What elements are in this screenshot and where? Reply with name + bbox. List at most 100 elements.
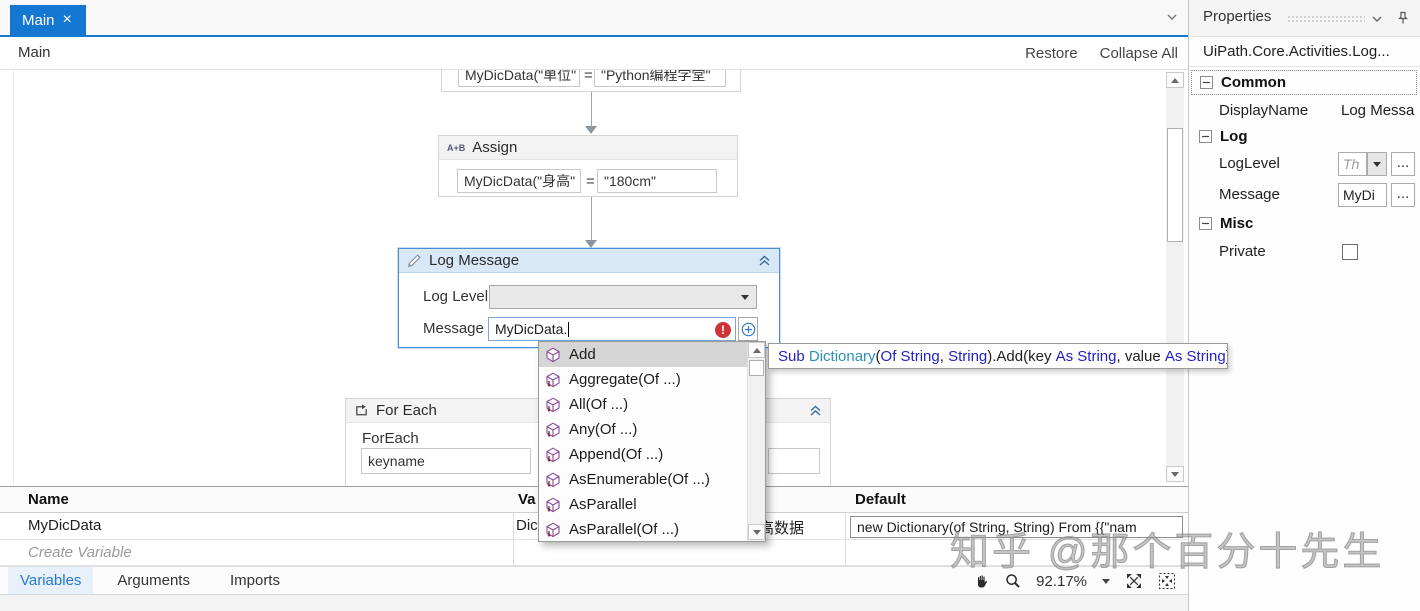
section-common[interactable]: Common (1191, 70, 1417, 95)
connector-arrow-icon (585, 126, 597, 134)
fit-to-screen-icon[interactable] (1125, 572, 1143, 590)
scrollbar-thumb[interactable] (749, 360, 764, 376)
assign-value-box[interactable]: "180cm" (597, 169, 717, 193)
collapse-minus-icon (1199, 130, 1212, 143)
scrollbar-thumb[interactable] (1167, 128, 1183, 242)
extension-method-cube-icon (545, 522, 561, 538)
validation-error-icon (715, 322, 731, 338)
col-name[interactable]: Name (28, 491, 69, 508)
extension-method-cube-icon (545, 422, 561, 438)
clipped-assign-to-box[interactable]: MyDicData("单位" (458, 70, 580, 87)
zoom-to-region-icon[interactable] (1158, 572, 1176, 590)
breadcrumb-bar: Main Restore Collapse All (0, 37, 1188, 70)
connector-arrow-icon (585, 240, 597, 248)
zoom-magnifier-icon[interactable] (1005, 573, 1021, 589)
intellisense-item[interactable]: Aggregate(Of ...) (539, 367, 748, 392)
combo-caret-icon (741, 295, 749, 300)
create-variable-label[interactable]: Create Variable (28, 544, 132, 561)
pin-icon[interactable] (1397, 11, 1409, 26)
intellisense-item[interactable]: All(Of ...) (539, 392, 748, 417)
tab-arguments[interactable]: Arguments (117, 572, 190, 589)
foreach-item-input[interactable]: keyname (361, 448, 531, 474)
collapse-minus-icon (1199, 217, 1212, 230)
dropdown-scrollbar[interactable] (747, 342, 765, 541)
col-variable-type[interactable]: Va (518, 491, 536, 508)
variable-name[interactable]: MyDicData (28, 517, 102, 534)
panel-chevron-down-icon[interactable] (1371, 15, 1383, 23)
clipped-assign-activity[interactable]: MyDicData("单位" = "Python编程学堂" (441, 70, 741, 92)
foreach-label: ForEach (362, 430, 419, 447)
properties-title-bar: Properties (1189, 0, 1420, 37)
variable-type[interactable]: Dict (516, 517, 542, 534)
assign-icon: A+B (447, 142, 466, 153)
loglevel-dropdown-button[interactable] (1367, 152, 1387, 176)
connector-line (591, 197, 592, 240)
canvas-vertical-scrollbar[interactable] (1166, 72, 1184, 482)
message-prop-label: Message (1219, 186, 1280, 203)
tab-variables[interactable]: Variables (8, 566, 94, 595)
assign-activity[interactable]: A+B Assign MyDicData("身高" = "180cm" (438, 135, 738, 197)
section-misc[interactable]: Misc (1191, 211, 1417, 236)
private-row: Private (1189, 238, 1420, 267)
message-more-button[interactable]: ... (1391, 183, 1415, 207)
for-each-loop-icon (354, 403, 369, 418)
extension-method-cube-icon (545, 472, 561, 488)
intellisense-item[interactable]: AsParallel(Of ...) (539, 517, 748, 542)
displayname-label: DisplayName (1219, 102, 1309, 119)
intellisense-item[interactable]: Any(Of ...) (539, 417, 748, 442)
assign-to-box[interactable]: MyDicData("身高" (457, 169, 581, 193)
extension-method-cube-icon (545, 447, 561, 463)
zoom-percent[interactable]: 92.17% (1036, 572, 1087, 590)
intellisense-item[interactable]: AsParallel (539, 492, 748, 517)
collapse-all-button[interactable]: Collapse All (1099, 44, 1178, 62)
variable-default-input[interactable]: new Dictionary(of String, String) From {… (850, 516, 1183, 538)
scroll-down-button[interactable] (1166, 466, 1184, 482)
intellisense-dropdown[interactable]: Add Aggregate(Of ...) All(Of ...) Any(Of… (538, 341, 766, 542)
combo-caret-icon (1373, 161, 1381, 167)
extension-method-cube-icon (545, 497, 561, 513)
scroll-up-button[interactable] (748, 342, 765, 358)
zoom-dropdown-caret-icon[interactable] (1102, 578, 1110, 584)
breadcrumb[interactable]: Main (18, 44, 51, 61)
collapse-chevrons-icon[interactable] (758, 254, 771, 267)
tab-imports[interactable]: Imports (229, 572, 280, 589)
displayname-value[interactable]: Log Messa (1341, 102, 1415, 119)
properties-title: Properties (1203, 8, 1272, 25)
clipped-assign-value-box[interactable]: "Python编程学堂" (594, 70, 726, 87)
activity-type-name-row: UiPath.Core.Activities.Log... (1189, 37, 1420, 67)
restore-button[interactable]: Restore (1025, 44, 1078, 62)
add-expression-plus-icon[interactable] (738, 317, 758, 341)
loglevel-value-box[interactable]: Th (1338, 152, 1367, 176)
tab-list-chevron-down-icon[interactable] (1166, 13, 1178, 21)
tab-main[interactable]: Main × (10, 5, 86, 35)
section-log[interactable]: Log (1191, 124, 1417, 149)
message-value-box[interactable]: MyDi (1338, 183, 1387, 207)
displayname-row: DisplayName Log Messa (1189, 97, 1420, 126)
panel-grip-dots[interactable] (1287, 15, 1365, 23)
text-cursor (568, 321, 570, 337)
status-strip (0, 594, 1188, 611)
method-signature-tooltip: Sub Dictionary(Of String, String).Add(ke… (768, 343, 1228, 369)
foreach-collection-input[interactable] (768, 448, 820, 474)
log-message-pencil-icon (407, 253, 422, 268)
intellisense-item[interactable]: Append(Of ...) (539, 442, 748, 467)
pan-hand-icon[interactable] (974, 573, 990, 589)
loglevel-row: LogLevel Th ... (1189, 150, 1420, 180)
scroll-up-button[interactable] (1166, 72, 1184, 88)
log-message-activity[interactable]: Log Message Log Level Message MyDicData. (398, 248, 780, 348)
tab-close-icon[interactable]: × (62, 11, 72, 28)
zhihu-watermark: 知乎 @那个百分十先生 (949, 531, 1385, 575)
create-variable-row[interactable]: Create Variable (0, 540, 1188, 566)
private-checkbox[interactable] (1342, 244, 1358, 260)
connector-line (591, 92, 592, 126)
assign-equals: = (586, 173, 595, 190)
message-input[interactable]: MyDicData. (488, 317, 736, 341)
scroll-down-button[interactable] (748, 524, 765, 540)
log-level-combobox[interactable] (489, 285, 757, 309)
intellisense-item[interactable]: Add (539, 342, 748, 367)
col-default[interactable]: Default (855, 491, 906, 508)
loglevel-more-button[interactable]: ... (1391, 152, 1415, 176)
document-tab-bar: Main × (0, 0, 1188, 35)
intellisense-item[interactable]: AsEnumerable(Of ...) (539, 467, 748, 492)
collapse-chevrons-icon[interactable] (809, 404, 822, 417)
